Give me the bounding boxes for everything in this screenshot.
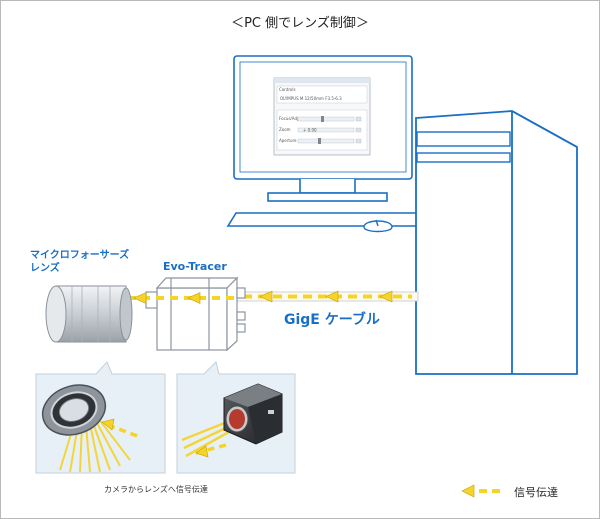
zoom-slider[interactable] [297, 127, 355, 133]
callout-camera [176, 361, 296, 474]
lens-label-line2: レンズ [30, 263, 60, 274]
software-window: Controls OLYMPUS M.12/50mm F3.5-6.3 Focu… [273, 77, 371, 156]
evo-tracer-label: Evo-Tracer [163, 260, 227, 273]
legend-label: 信号伝達 [514, 486, 558, 499]
lens-label: マイクロフォーサーズ レンズ [30, 249, 150, 275]
window-row-focus: Focus/Adjust [279, 116, 305, 121]
evo-tracer-camera [145, 276, 246, 352]
window-row-zoom: Zoom [279, 127, 291, 132]
camera-signal [128, 292, 236, 304]
gige-cable-signal [235, 290, 419, 303]
legend-arrow [461, 484, 504, 498]
keyboard [226, 212, 424, 227]
lens-label-line1: マイクロフォーサーズ [30, 250, 130, 261]
zoom-value: + 0.00 [303, 128, 317, 133]
micro-four-thirds-lens [45, 285, 133, 343]
pc-tower [415, 110, 578, 375]
mouse [363, 219, 393, 233]
focus-slider[interactable] [297, 116, 355, 122]
window-row-aperture: Aperture [279, 138, 297, 143]
diagram-title: ＜PC 側でレンズ制御＞ [231, 16, 369, 31]
aperture-slider[interactable] [297, 138, 355, 144]
window-status-text: OLYMPUS M.12/50mm F3.5-6.3 [280, 96, 342, 101]
camera-to-lens-caption: カメラからレンズへ信号伝達 [104, 485, 208, 494]
gige-cable-label: GigE ケーブル [284, 312, 380, 328]
callout-lens-mount [35, 361, 166, 474]
window-group-label: Controls [279, 87, 296, 92]
